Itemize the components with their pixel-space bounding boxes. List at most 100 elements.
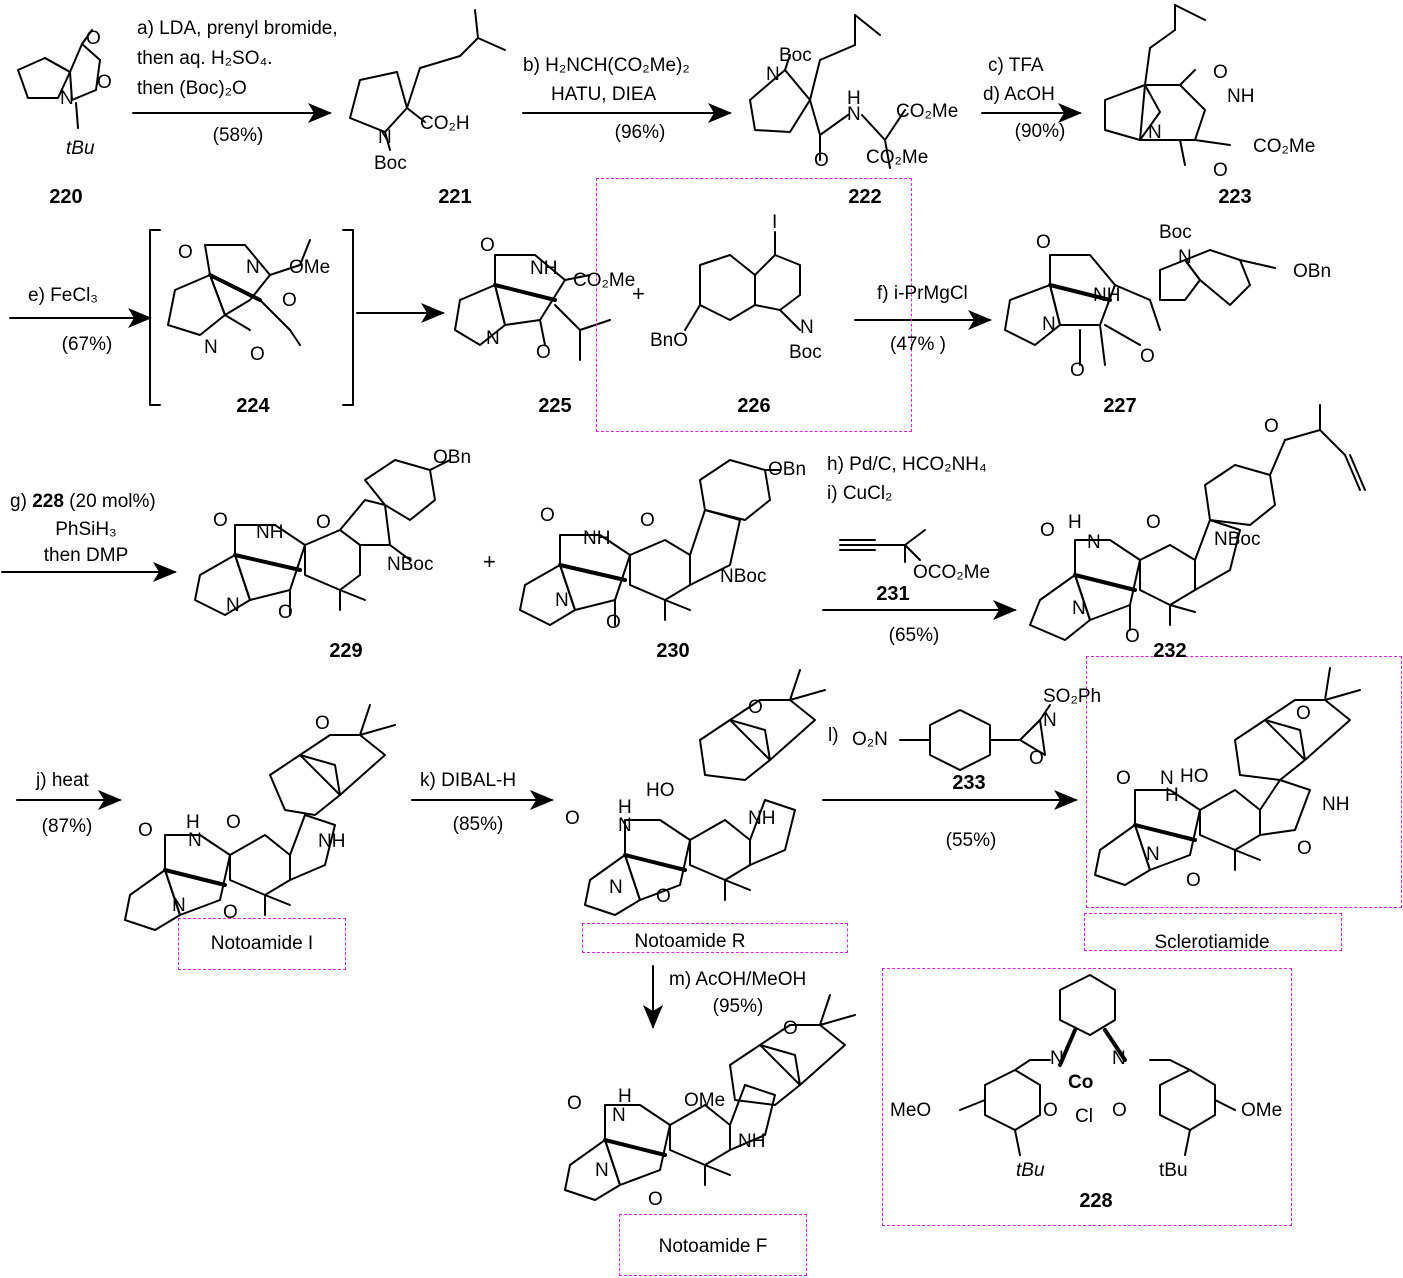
atom-223-o-bottom: O (1213, 160, 1228, 181)
atom-noti-o1: O (138, 820, 153, 841)
atom-notf-o1: O (567, 1093, 582, 1114)
atom-notr-n: N (618, 815, 632, 836)
atom-notr-ho: HO (646, 780, 675, 801)
structure-231 (839, 529, 926, 563)
structure-233 (899, 704, 1051, 771)
atom-notr-n2: N (609, 877, 623, 898)
atom-229-nboc: NBoc (387, 554, 434, 575)
highlight-box-notoamide-r (582, 923, 848, 953)
atom-230-o1: O (540, 505, 555, 526)
atom-229-o1: O (213, 510, 228, 531)
condition-d: d) AcOH (983, 84, 1055, 105)
atom-scl-o2: O (1186, 870, 1201, 891)
structure-228 (959, 974, 1236, 1156)
atom-227-o-ketone: O (1140, 346, 1155, 367)
structure-232 (1029, 404, 1366, 641)
atom-233-n: N (1043, 710, 1057, 731)
atom-notf-o2: O (648, 1189, 663, 1210)
condition-g-line1: g) 228 (20 mol%) (10, 491, 156, 513)
highlight-box-notoamide-i (178, 918, 346, 970)
atom-223-co2me: CO₂Me (1253, 136, 1316, 157)
atom-223-o-top: O (1213, 62, 1228, 83)
notoamide-r-label: Notoamide R (634, 931, 746, 952)
atom-228-tbu-right: tBu (1159, 1160, 1188, 1181)
plus-sign-1: + (632, 281, 645, 306)
atom-232-o-ketone: O (1146, 512, 1161, 533)
atom-222-o: O (814, 150, 829, 171)
atom-noti-n2: N (172, 895, 186, 916)
atom-221-n: N (378, 127, 392, 148)
structure-notoamide-r (584, 669, 826, 916)
atom-notr-h: H (618, 797, 632, 818)
compound-228-label: 228 (1079, 1190, 1113, 1212)
condition-a-line1: a) LDA, prenyl bromide, (137, 18, 338, 39)
condition-a-yield: (58%) (212, 125, 264, 146)
compound-226-label: 226 (737, 395, 771, 417)
condition-g-prefix: g) (10, 491, 27, 512)
condition-c: c) TFA (988, 55, 1044, 76)
condition-f-yield: (47% ) (890, 334, 946, 355)
condition-g-line3: then DMP (43, 545, 129, 566)
structure-220 (17, 29, 101, 129)
condition-f-text: f) i-PrMgCl (877, 283, 968, 304)
condition-k-yield: (85%) (452, 814, 504, 835)
atom-scl-nh: NH (1322, 794, 1350, 815)
atom-222-boc: Boc (779, 45, 812, 66)
atom-notr-nh: NH (748, 808, 776, 829)
atom-notf-h: H (618, 1086, 632, 1107)
atom-notf-n2: N (595, 1160, 609, 1181)
condition-hi-yield: (65%) (888, 625, 940, 646)
condition-j-yield: (87%) (41, 816, 93, 837)
compound-225-label: 225 (538, 395, 572, 417)
condition-m: m) AcOH/MeOH (669, 969, 807, 990)
atom-228-n-right: N (1112, 1048, 1126, 1069)
compound-224-label: 224 (236, 395, 270, 417)
atom-230-o2: O (606, 612, 621, 633)
atom-scl-n: N (1160, 768, 1174, 789)
atom-scl-h: H (1165, 785, 1179, 806)
atom-221-boc: Boc (374, 153, 407, 174)
compound-231-label: 231 (876, 583, 910, 605)
atom-226-i: I (772, 212, 778, 233)
reagent-231-carbonate: OCO₂Me (913, 562, 991, 583)
atom-228-n-left: N (1050, 1048, 1064, 1069)
atom-scl-o-lactam: O (1297, 838, 1312, 859)
compound-233-label: 233 (952, 772, 986, 794)
atom-notr-o2: O (656, 886, 671, 907)
atom-221-co2h: CO₂H (420, 113, 470, 134)
atom-224-o3: O (250, 344, 265, 365)
atom-222-co2me-2: CO₂Me (866, 147, 929, 168)
atom-220-o-carbonyl: O (86, 28, 101, 49)
compound-221-label: 221 (438, 186, 472, 208)
atom-227-n: N (1042, 314, 1056, 335)
plus-sign-2: + (483, 549, 496, 574)
atom-228-o-left: O (1043, 1100, 1058, 1121)
atom-232-o1: O (1040, 520, 1055, 541)
atom-230-nh: NH (583, 528, 611, 549)
atom-222-n2: N (847, 104, 861, 125)
atom-232-o-ether: O (1264, 416, 1279, 437)
atom-scl-n2: N (1146, 844, 1160, 865)
atom-227-o-top: O (1036, 232, 1051, 253)
structure-222 (749, 14, 906, 169)
structure-229 (194, 459, 451, 616)
structure-226 (684, 231, 801, 331)
atom-220-tbu: tBu (66, 138, 95, 159)
atom-229-o2: O (278, 602, 293, 623)
atom-228-cl: Cl (1075, 1106, 1093, 1127)
atom-232-h: H (1068, 512, 1082, 533)
condition-g-loading: (20 mol%) (69, 491, 156, 512)
atom-229-n: N (226, 595, 240, 616)
atom-226-n: N (800, 317, 814, 338)
atom-230-n: N (555, 590, 569, 611)
atom-230-obn: OBn (768, 459, 807, 480)
atom-229-o-ketone: O (316, 512, 331, 533)
condition-a-line3: then (Boc)₂O (137, 78, 247, 99)
atom-232-nboc: NBoc (1214, 529, 1261, 550)
atom-227-o-bottom: O (1070, 360, 1085, 381)
condition-b-line1: b) H₂NCH(CO₂Me)₂ (523, 55, 690, 76)
atom-notf-n: N (612, 1105, 626, 1126)
structure-notoamide-i (124, 704, 396, 931)
condition-m-yield: (95%) (712, 996, 764, 1017)
highlight-box-228 (882, 968, 1292, 1226)
